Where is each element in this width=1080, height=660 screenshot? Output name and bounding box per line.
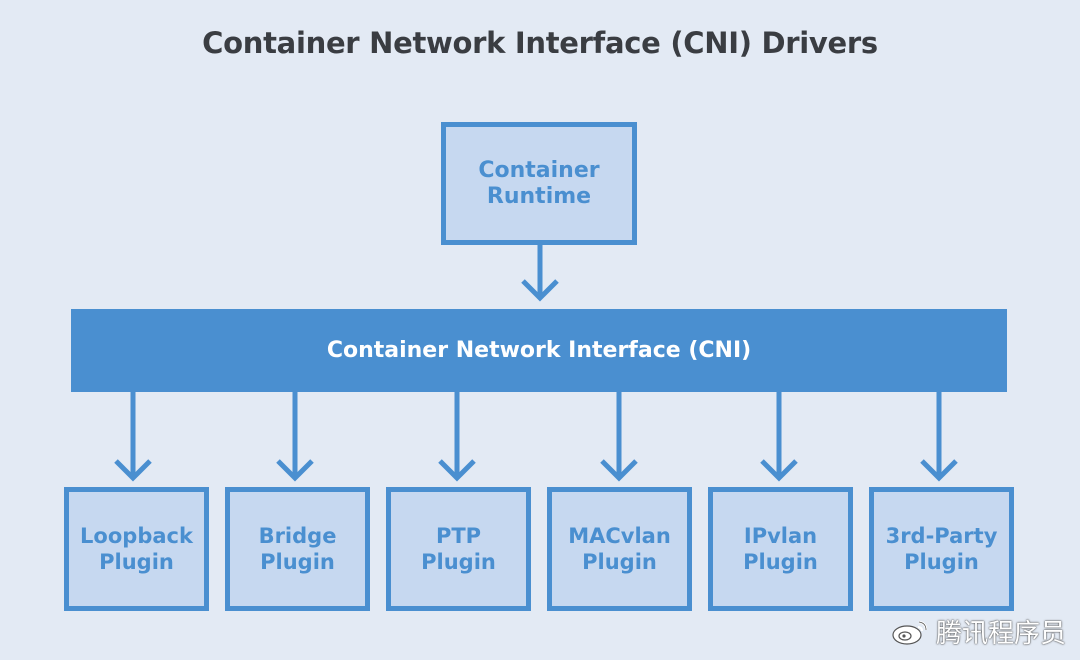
container-runtime-box: Container Runtime xyxy=(441,122,637,245)
watermark-text: 腾讯程序员 xyxy=(935,619,1066,649)
plugin-label-line1: PTP xyxy=(435,524,482,548)
macvlan-plugin-box: MACvlan Plugin xyxy=(547,487,692,611)
ptp-plugin-box: PTP Plugin xyxy=(386,487,531,611)
cni-bar-label: Container Network Interface (CNI) xyxy=(326,338,752,363)
plugin-label-line1: MACvlan xyxy=(568,524,671,548)
plugin-label-line1: IPvlan xyxy=(743,524,818,548)
ipvlan-plugin-box: IPvlan Plugin xyxy=(708,487,853,611)
plugin-label-line1: Loopback xyxy=(80,524,193,548)
runtime-label-line1: Container xyxy=(478,157,600,183)
arrow-cni-to-third-party xyxy=(920,392,958,482)
arrow-cni-to-ptp xyxy=(438,392,476,482)
plugin-label-line2: Plugin xyxy=(421,550,496,574)
arrow-cni-to-loopback xyxy=(114,392,152,482)
bridge-plugin-box: Bridge Plugin xyxy=(225,487,370,611)
plugin-label-line2: Plugin xyxy=(582,550,657,574)
plugin-label-line1: Bridge xyxy=(258,524,337,548)
loopback-plugin-box: Loopback Plugin xyxy=(64,487,209,611)
arrow-cni-to-ipvlan xyxy=(760,392,798,482)
plugin-label-line2: Plugin xyxy=(904,550,979,574)
plugin-label-line2: Plugin xyxy=(743,550,818,574)
runtime-label-line2: Runtime xyxy=(486,183,592,209)
plugin-label-line1: 3rd-Party xyxy=(885,524,998,548)
cni-bar: Container Network Interface (CNI) xyxy=(71,309,1007,392)
weibo-logo-icon xyxy=(892,620,928,645)
arrow-cni-to-macvlan xyxy=(600,392,638,482)
third-party-plugin-box: 3rd-Party Plugin xyxy=(869,487,1014,611)
plugin-label-line2: Plugin xyxy=(260,550,335,574)
watermark: 腾讯程序员 xyxy=(890,613,1066,650)
arrow-runtime-to-cni xyxy=(521,245,559,302)
diagram-title: Container Network Interface (CNI) Driver… xyxy=(202,26,878,60)
arrow-cni-to-bridge xyxy=(276,392,314,482)
plugin-label-line2: Plugin xyxy=(99,550,174,574)
